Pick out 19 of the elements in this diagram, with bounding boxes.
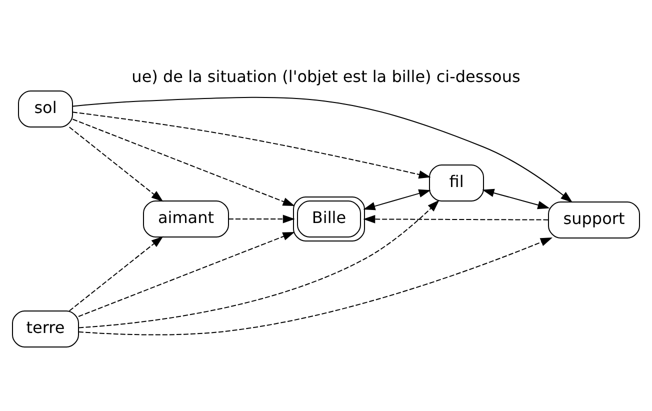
arrow xyxy=(68,126,164,202)
arrow xyxy=(72,118,295,206)
arrow xyxy=(68,236,164,311)
arrow xyxy=(72,96,573,202)
diagram-title: ue) de la situation (l'objet est la bille) ci-dessous xyxy=(132,66,520,86)
arrow xyxy=(78,200,440,328)
arrow xyxy=(228,214,295,223)
arrow xyxy=(363,188,431,210)
node-box: terre xyxy=(12,310,79,347)
node-box: fil xyxy=(429,164,484,201)
arrow xyxy=(78,237,553,335)
node-box: aimant xyxy=(143,200,229,237)
arrow xyxy=(72,111,431,178)
node-box: Bille xyxy=(293,196,365,241)
arrow xyxy=(78,231,295,316)
node-box: sol xyxy=(18,90,73,127)
node-box: support xyxy=(548,201,640,238)
arrow xyxy=(482,188,550,209)
arrow xyxy=(363,214,549,223)
